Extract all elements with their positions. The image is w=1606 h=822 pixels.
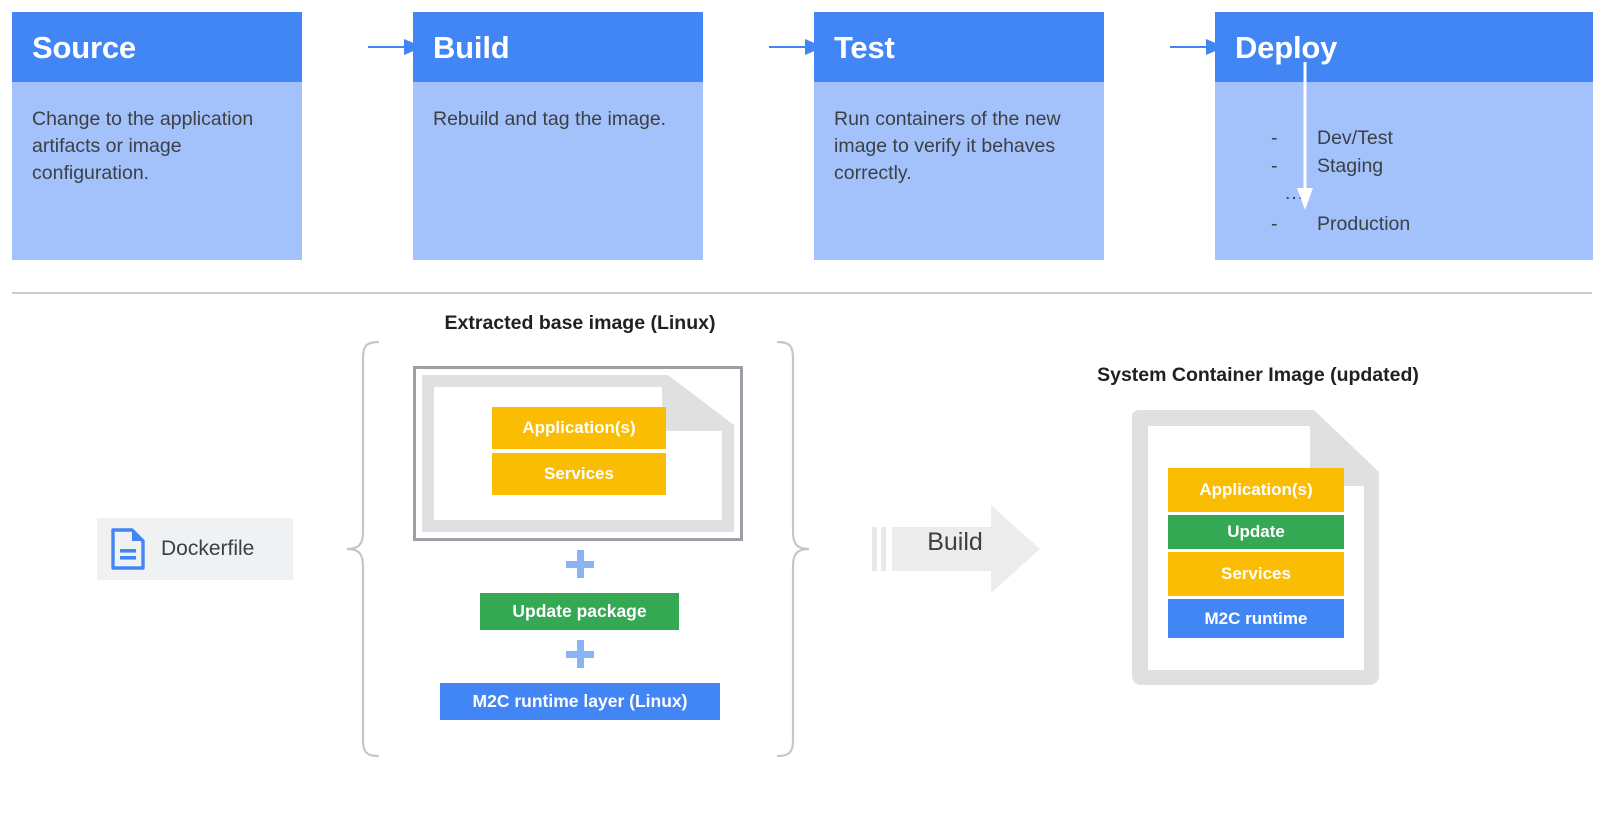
deploy-label-dev-test: Dev/Test (1317, 127, 1393, 149)
right-brace (777, 340, 810, 758)
left-brace (346, 340, 379, 758)
system-layer-m2c-runtime: M2C runtime (1168, 599, 1344, 638)
plus-icon-2 (566, 640, 594, 668)
base-layer-services-label: Services (544, 464, 614, 483)
arrow-down-icon (1297, 62, 1313, 210)
stage-source[interactable]: Source Change to the application artifac… (12, 12, 302, 260)
dockerfile-chip[interactable]: Dockerfile (97, 518, 293, 580)
deploy-dash-3: - (1271, 213, 1278, 235)
stage-build-body: Rebuild and tag the image. (413, 82, 703, 260)
system-layer-update: Update (1168, 515, 1344, 549)
document-icon (111, 528, 145, 570)
build-arrow-label: Build (927, 528, 983, 556)
update-package-label: Update package (512, 601, 647, 621)
stage-deploy-title: Deploy (1235, 29, 1338, 65)
base-layer-services: Services (492, 453, 666, 495)
m2c-runtime-layer-bar: M2C runtime layer (Linux) (440, 683, 720, 720)
stage-test-body: Run containers of the new image to verif… (814, 82, 1104, 260)
stage-deploy-body: - Dev/Test - Staging ... - Production (1215, 62, 1593, 260)
dockerfile-label: Dockerfile (161, 537, 255, 560)
arrow-right-icon-2 (769, 39, 824, 55)
deploy-label-staging: Staging (1317, 155, 1384, 177)
stage-test-title: Test (834, 29, 895, 65)
system-layer-m2c-runtime-label: M2C runtime (1204, 608, 1308, 628)
extracted-base-image-container: Application(s) Services (413, 366, 743, 541)
stage-source-title: Source (32, 29, 136, 65)
stage-source-body: Change to the application artifacts or i… (12, 82, 302, 260)
system-layer-update-label: Update (1227, 522, 1285, 541)
stage-deploy[interactable]: Deploy - Dev/Test - Staging ... - (1215, 12, 1593, 260)
base-image-caption: Extracted base image (Linux) (444, 312, 716, 334)
plus-icon-1 (566, 550, 594, 578)
cicd-pipeline: Source Change to the application artifac… (0, 0, 1606, 262)
image-composition-diagram: Extracted base image (Linux) System Cont… (0, 300, 1606, 822)
system-layer-services: Services (1168, 552, 1344, 596)
stage-test-header: Test (814, 12, 1104, 82)
stage-build-title: Build (433, 29, 510, 65)
stage-test[interactable]: Test Run containers of the new image to … (814, 12, 1104, 260)
m2c-runtime-layer-label: M2C runtime layer (Linux) (472, 691, 688, 711)
stage-deploy-header: Deploy (1215, 12, 1593, 82)
deploy-list-item-staging: - Staging (1271, 152, 1501, 180)
stage-build[interactable]: Build Rebuild and tag the image. (413, 12, 703, 260)
deploy-label-production: Production (1317, 213, 1411, 235)
system-image-caption: System Container Image (updated) (1097, 364, 1419, 386)
base-layer-applications-label: Application(s) (522, 418, 636, 437)
deploy-dash-1: - (1271, 127, 1278, 149)
base-layer-applications: Application(s) (492, 407, 666, 449)
block-arrow-right-icon (872, 505, 1040, 593)
system-layer-applications: Application(s) (1168, 468, 1344, 512)
system-layer-services-label: Services (1221, 564, 1291, 583)
stage-test-description: Run containers of the new image to verif… (834, 108, 1061, 184)
system-layer-applications-label: Application(s) (1199, 480, 1313, 499)
stage-source-header: Source (12, 12, 302, 82)
stage-build-description: Rebuild and tag the image. (433, 108, 667, 130)
update-package-bar: Update package (480, 593, 679, 630)
deploy-list-item-dev-test: - Dev/Test (1271, 124, 1501, 152)
deploy-dash-2: - (1271, 155, 1278, 177)
deploy-environment-list: - Dev/Test - Staging ... - Production (1271, 62, 1501, 238)
section-divider (12, 292, 1592, 294)
stage-source-description: Change to the application artifacts or i… (32, 108, 254, 184)
deploy-ellipsis: ... (1285, 182, 1305, 204)
deploy-list-item-production: - Production (1271, 210, 1501, 238)
arrow-right-icon-3 (1170, 39, 1225, 55)
stage-build-header: Build (413, 12, 703, 82)
arrow-right-icon-1 (368, 39, 423, 55)
